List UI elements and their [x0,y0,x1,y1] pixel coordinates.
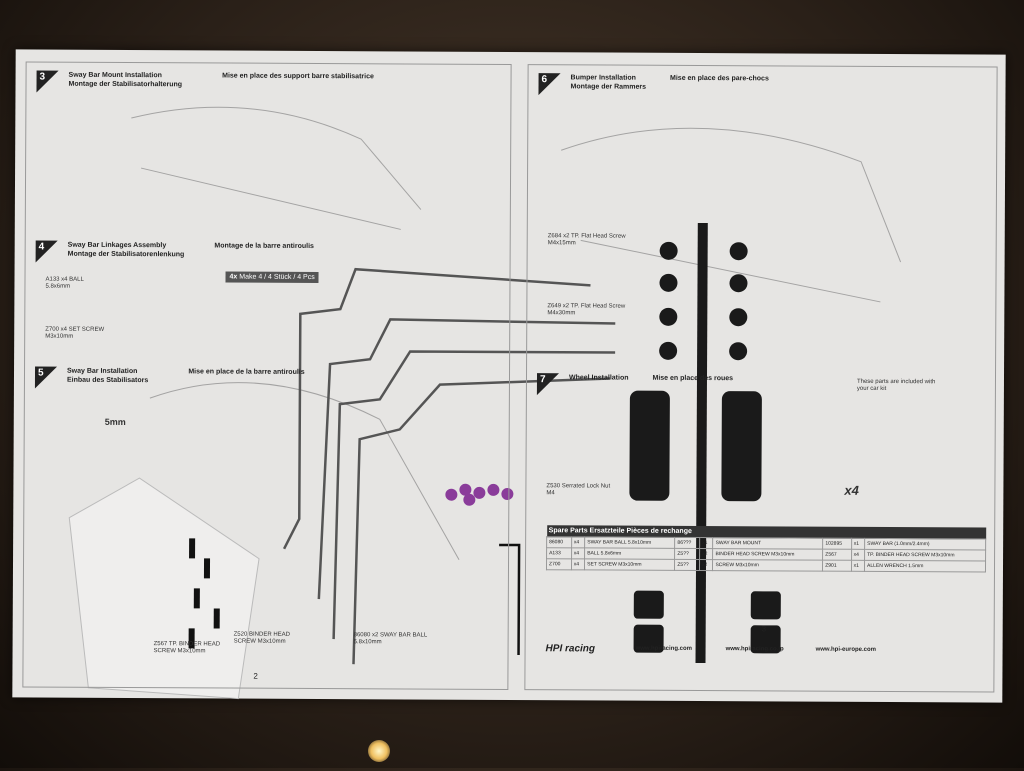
part-label-z700: Z700 x4 SET SCREW M3x10mm [45,326,105,340]
lamp-light [368,740,390,762]
step-number: 5 [37,367,44,379]
diagram-lines [131,106,902,560]
table-cell: A133 [546,547,572,559]
table-cell: ALLEN WRENCH 1.5mm [864,560,986,572]
table-cell: x4 [571,558,585,570]
table-cell: x1 [851,538,865,550]
step-title-fr: Mise en place des roues [652,374,734,383]
part-label-86080: 86080 x2 SWAY BAR BALL 5.8x10mm [353,632,428,646]
table-cell: 102895 [822,538,852,550]
table-cell: x4 [571,547,585,559]
part-label-z649: Z649 x2 TP. Flat Head Screw M4x30mm [547,303,626,317]
step-number-badge: 3 [36,70,59,93]
table-cell: Z901 [822,560,852,572]
page-number: 3 [761,624,767,634]
table-cell: x1 [699,537,714,549]
sway-bars [282,267,616,665]
step-title-de: Einbau des Stabilisators [66,376,149,385]
url-us[interactable]: www.hpiracing.com [635,645,693,652]
table-cell: TP. BINDER HEAD SCREW M3x10mm [864,549,986,561]
step-title-fr: Montage de la barre antiroulis [214,242,314,250]
url-europe[interactable]: www.hpi-europe.com [815,646,877,653]
part-label-z520: Z520 BINDER HEAD SCREW M3x10mm [233,631,291,645]
page-number: 2 [253,671,258,681]
table-cell: x1 [851,560,865,572]
step-title-fr: Mise en place de la barre antiroulis [188,368,305,376]
spare-parts-table: Spare Parts Ersatzteile Pièces de rechan… [546,525,986,572]
table-cell: SCREW M3x10mm [712,559,823,572]
part-label-z684: Z684 x2 TP. Flat Head Screw M4x15mm [547,233,626,247]
step-title-en: Sway Bar Installation [67,367,138,376]
table-cell: Z5?? [674,559,700,571]
table-cell: Z5?? [674,548,700,560]
table-cell: BINDER HEAD SCREW M3x10mm [713,548,823,561]
purple-balls [445,483,514,506]
table-cell: x2 [699,559,714,571]
table-cell: SWAY BAR (1.0mm/2.4mm) [864,538,986,550]
step-title-en: Bumper Installation [570,74,636,82]
table-cell: 86080 [546,536,572,548]
step-title-de: Montage der Stabilisatorhalterung [68,80,183,89]
parts-sprue [629,222,781,664]
table-cell: SWAY BAR MOUNT [713,537,823,550]
step-number: 7 [539,374,546,386]
kit-note: These parts are included with your car k… [856,378,936,392]
step-title-de: Montage der Rammers [570,83,647,91]
step-title-en: Wheel Installation [568,374,629,382]
hpi-logo: HPI racing [545,643,596,655]
step-title-fr: Mise en place des pare-chocs [670,74,769,83]
step-title-de: Montage der Stabilisatorenlenkung [67,250,185,259]
table-cell: BALL 5.8x6mm [584,547,675,560]
step-number: 6 [541,74,548,86]
wheel-count: x4 [844,482,859,498]
table-cell: x2 [699,548,714,560]
table-cell: Z700 [546,558,572,570]
table-cell: Z567 [822,549,852,561]
table-cell: 86??? [674,537,700,549]
make-4-badge: 4x Make 4 / 4 Stück / 4 Pcs [225,271,319,284]
step-number: 3 [39,71,46,83]
step-number: 4 [38,241,45,253]
table-cell: SET SCREW M3x10mm [584,558,675,571]
step-7-header: 7 Wheel Installation Mise en place des r… [536,373,734,396]
url-jp[interactable]: www.hpiracing.co.jp [725,646,784,653]
table-cell: SWAY BAR BALL 5.8x10mm [584,536,675,549]
part-label-a133: A133 x4 BALL 5.8x6mm [45,276,84,290]
table-cell: x4 [571,536,585,548]
step-title-fr: Mise en place des support barre stabilis… [222,72,374,81]
table-cell: x4 [851,549,865,561]
make-note: Make 4 / 4 Stück / 4 Pcs [239,273,315,281]
screw-bag [68,477,260,700]
part-label-z567: Z567 TP. BINDER HEAD SCREW M3x10mm [153,641,221,655]
dimension-label: 5mm [104,416,126,427]
part-label-z530: Z530 Serrated Lock Nut M4 [546,483,611,497]
quantity-badge: 4x [229,273,238,281]
